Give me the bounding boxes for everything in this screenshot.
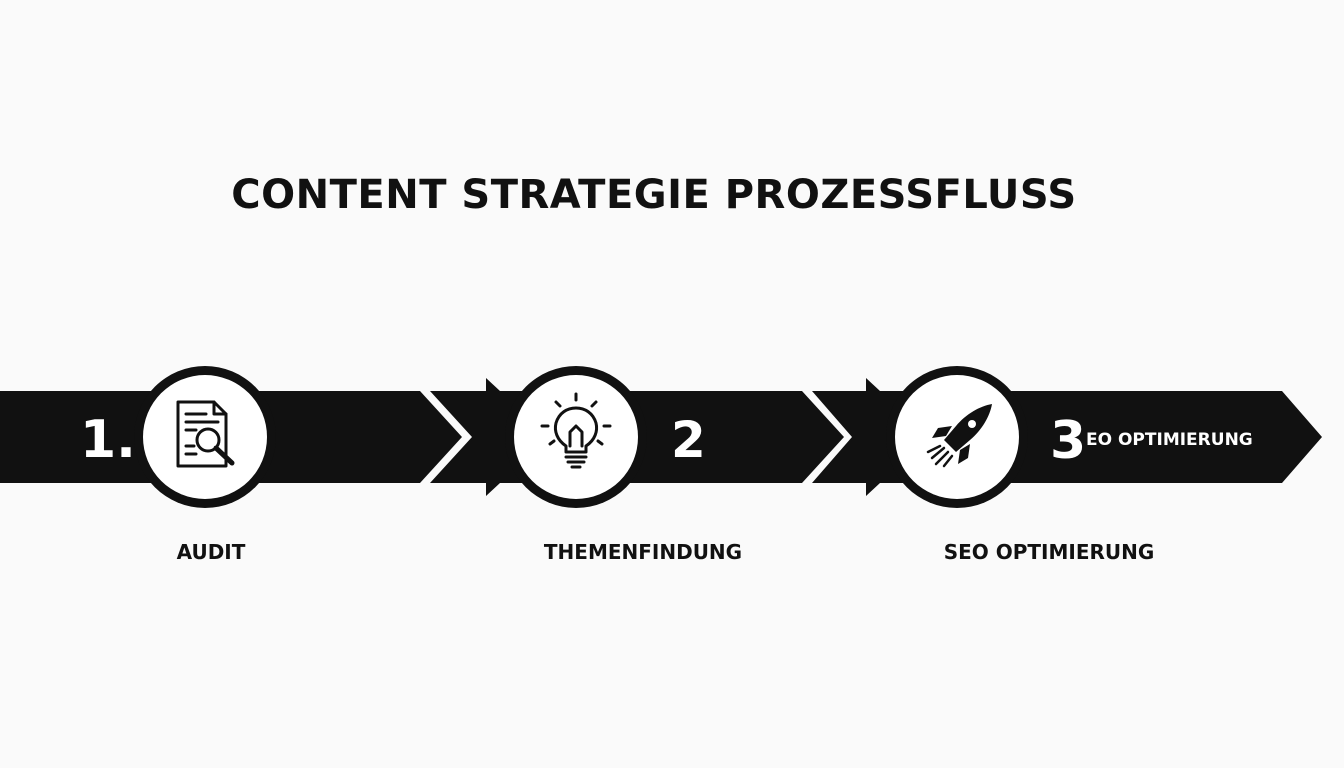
- step-2-number: 2: [671, 411, 706, 469]
- step-1-label: AUDIT: [176, 540, 246, 564]
- step-3-number: 3: [1050, 411, 1086, 471]
- step-1-number: 1.: [80, 410, 136, 470]
- lightbulb-icon: [540, 392, 612, 469]
- step-2-label: THEMENFINDUNG: [543, 540, 743, 564]
- document-search-icon: [176, 400, 235, 468]
- diagram-title: CONTENT STRATEGIE PROZESSFLUSS: [231, 172, 1077, 218]
- rocket-icon: [926, 404, 992, 468]
- step-3-label: SEO OPTIMIERUNG: [943, 540, 1155, 564]
- step-3-inline-label: EO OPTIMIERUNG: [1086, 430, 1253, 450]
